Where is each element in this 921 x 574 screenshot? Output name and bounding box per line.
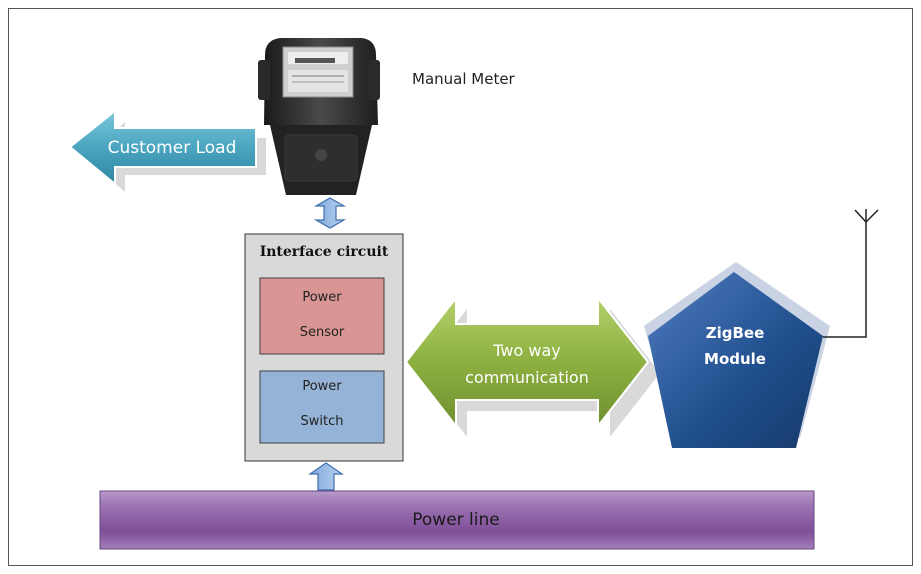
zigbee-line1: ZigBee [706, 324, 765, 342]
antenna-icon [823, 209, 879, 338]
power-line-bar: Power line [99, 490, 815, 550]
power-line-label: Power line [412, 510, 499, 530]
interface-circuit-title: Interface circuit [260, 244, 389, 260]
two-way-line1: Two way [492, 341, 560, 360]
power-switch-line2: Switch [301, 414, 344, 429]
power-switch-line1: Power [302, 379, 342, 394]
zigbee-module: ZigBee Module [644, 262, 830, 448]
customer-load-arrow: Customer Load [68, 108, 266, 192]
meter-interface-connector-arrow [313, 197, 347, 229]
manual-meter-label: Manual Meter [412, 70, 516, 88]
two-way-communication-arrow: Two way communication [404, 295, 660, 437]
power-sensor-line1: Power [302, 290, 342, 305]
power-line-up-arrow [308, 462, 344, 491]
power-switch-block: Power Switch [259, 370, 385, 444]
power-sensor-line2: Sensor [300, 325, 345, 340]
electric-meter-icon [258, 38, 380, 195]
two-way-line2: communication [465, 368, 589, 387]
zigbee-line2: Module [704, 350, 766, 368]
power-sensor-block: Power Sensor [259, 277, 385, 355]
customer-load-label: Customer Load [108, 138, 237, 158]
